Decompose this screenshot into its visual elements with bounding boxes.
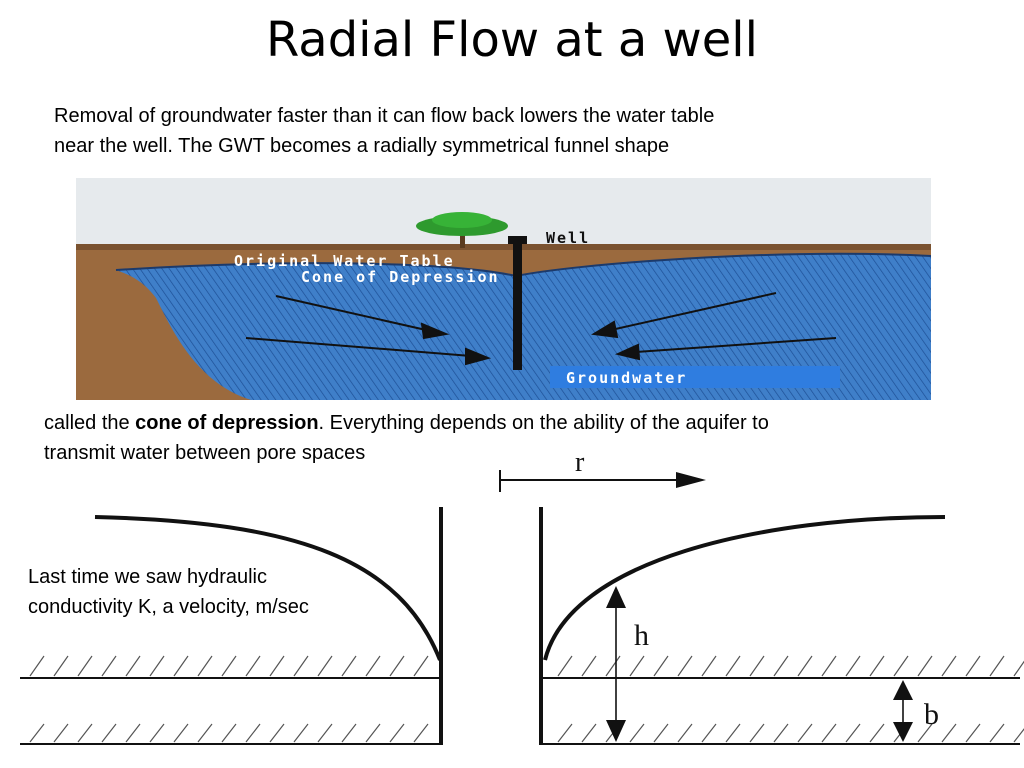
head-label: h <box>634 619 649 652</box>
ground-surface <box>76 244 931 250</box>
head-arrow: h <box>606 586 649 742</box>
note-line-2: conductivity K, a velocity, m/sec <box>28 596 309 618</box>
well-casing <box>513 240 522 370</box>
aquifer-top-hatching <box>29 655 1024 677</box>
drawdown-curve-right <box>543 515 946 661</box>
thickness-label: b <box>924 698 939 731</box>
cone-of-depression-illustration: Well Original Water Table Cone of Depres… <box>76 178 931 400</box>
middle-line-1: called the cone of depression. Everythin… <box>44 408 1004 438</box>
radius-label: r <box>575 447 585 478</box>
middle-line-2: transmit water between pore spaces <box>44 442 366 464</box>
intro-line-2: near the well. The GWT becomes a radiall… <box>54 135 670 157</box>
saturated-zone <box>116 253 931 400</box>
slide-title: Radial Flow at a well <box>266 12 758 68</box>
cone-of-depression-label: Cone of Depression <box>301 268 500 286</box>
intro-line-1: Removal of groundwater faster than it ca… <box>54 105 715 127</box>
note-line-1: Last time we saw hydraulic <box>28 566 267 588</box>
drawdown-curve-left <box>94 515 442 661</box>
middle-prefix: called the <box>44 412 136 434</box>
well-cap <box>508 236 527 244</box>
middle-text: called the cone of depression. Everythin… <box>44 408 1004 468</box>
intro-text: Removal of groundwater faster than it ca… <box>54 101 954 161</box>
note-text: Last time we saw hydraulic conductivity … <box>28 562 408 622</box>
middle-suffix: . Everything depends on the ability of t… <box>318 412 769 434</box>
tree-icon <box>416 212 508 248</box>
thickness-arrow: b <box>893 680 939 742</box>
original-water-table-label: Original Water Table <box>234 252 455 270</box>
radial-flow-schematic: r h b <box>20 447 1024 750</box>
radius-arrow: r <box>499 447 706 492</box>
aquifer-bottom-hatching <box>29 723 1024 743</box>
well-bore <box>443 650 539 750</box>
cone-of-depression-term: cone of depression <box>135 412 319 434</box>
well-label: Well <box>546 229 590 247</box>
groundwater-label: Groundwater <box>566 369 687 387</box>
groundwater-label-box <box>550 366 840 388</box>
flow-arrows <box>245 292 837 366</box>
sky <box>76 178 931 248</box>
